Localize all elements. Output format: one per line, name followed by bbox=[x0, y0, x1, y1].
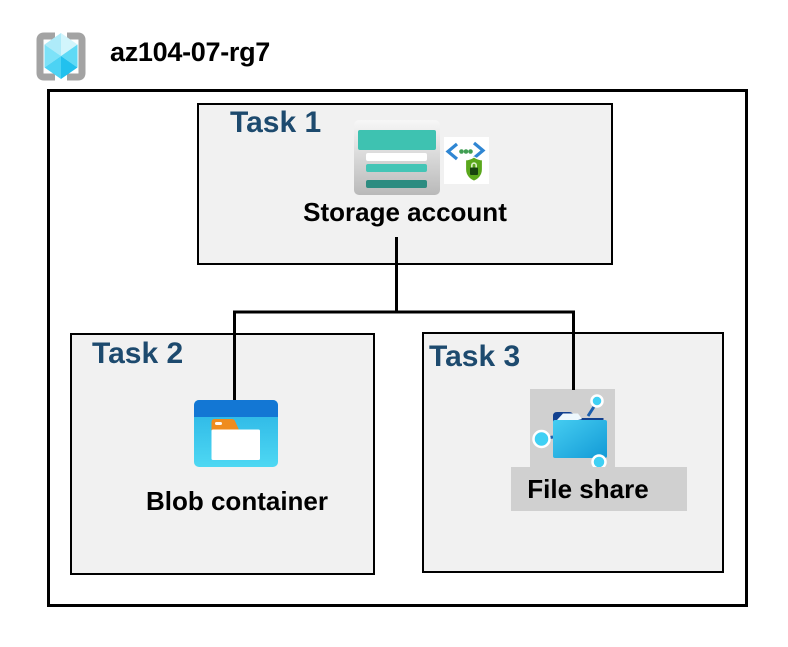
task2-label: Task 2 bbox=[92, 337, 184, 370]
storage-header-bar bbox=[358, 130, 436, 150]
storage-row-dark-teal bbox=[366, 180, 427, 188]
file-share-icon bbox=[532, 394, 607, 470]
task1-label: Task 1 bbox=[230, 106, 322, 139]
blob-container-label: Blob container bbox=[145, 486, 328, 516]
blob-container-icon bbox=[194, 400, 278, 467]
resource-group-icon bbox=[36, 32, 86, 81]
file-share-label: File share bbox=[511, 467, 687, 511]
resource-group-title: az104-07-rg7 bbox=[110, 37, 270, 67]
storage-row-white bbox=[366, 153, 427, 161]
storage-account-icon bbox=[354, 120, 440, 195]
task3-label: Task 3 bbox=[429, 340, 521, 373]
sas-security-icon bbox=[444, 137, 489, 184]
storage-row-teal bbox=[366, 164, 427, 172]
storage-account-label: Storage account bbox=[303, 197, 507, 227]
